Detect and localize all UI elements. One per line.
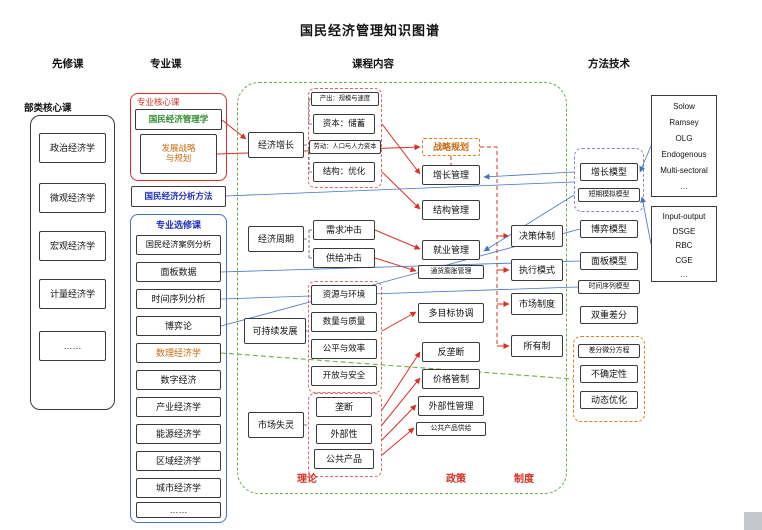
math-tool-box-dynamic-optimization: 动态优化 [580,391,638,409]
core-course-label: 专业核心课 [137,97,180,107]
growth-item-capital: 资本：储蓄 [313,114,375,134]
method-box-panel-model: 面板模型 [580,252,638,270]
topic-box-cycle: 经济周期 [248,226,304,252]
math-tool-box-difference-differential: 差分微分方程 [578,344,640,358]
method-box-time-series-model: 时间序列模型 [578,280,640,294]
growth-item-structure: 结构：优化 [313,162,375,182]
elective-course-box: 时间序列分析 [136,289,221,309]
policy-box-public-goods-supply: 公共产品供给 [416,422,486,436]
policy-box-multi-objective: 多目标协调 [418,303,484,323]
elective-course-box: 数字经济 [136,370,221,390]
method-box-game-model: 博弈模型 [580,220,638,238]
prereq-course-box: 计量经济学 [39,279,106,309]
elective-group-label: 专业选修课 [155,220,201,230]
topic-box-sustainable: 可持续发展 [244,318,306,344]
column-header-content: 课程内容 [352,58,394,70]
cycle-item-demand-shock: 需求冲击 [313,220,375,240]
sim-model-list-box: Input-output DSGE RBC CGE … [651,206,717,282]
institution-box-decision-system: 决策体制 [511,225,563,247]
footer-label-theory: 理论 [297,474,317,485]
sustainable-item: 数量与质量 [311,312,377,332]
page-title: 国民经济管理知识图谱 [300,23,441,38]
model-name: DSGE [672,226,696,236]
elective-course-box: 区域经济学 [136,451,221,471]
elective-course-box: 博弈论 [136,316,221,336]
policy-box-structure-mgmt: 结构管理 [422,200,480,220]
sustainable-item: 资源与环境 [311,285,377,305]
policy-box-inflation-mgmt: 通货膨胀管理 [418,265,484,279]
footer-label-policy: 政策 [446,474,466,485]
column-header-major: 专业课 [150,58,182,70]
institution-box-execution-mode: 执行模式 [511,259,563,281]
model-name: Solow [673,102,695,111]
model-name: Endogenous [661,150,707,159]
course-box-analysis-methods: 国民经济分析方法 [131,186,226,207]
elective-course-box: 城市经济学 [136,478,221,498]
policy-box-employment-mgmt: 就业管理 [422,240,480,260]
math-tools-group-box [573,336,645,422]
policy-box-externality-mgmt: 外部性管理 [418,396,484,416]
institution-box-ownership: 所有制 [511,335,563,357]
market-item-monopoly: 垄断 [316,397,372,417]
elective-course-ellipsis: …… [136,502,221,518]
policy-box-strategic-planning: 战略规划 [422,138,480,156]
elective-course-box: 能源经济学 [136,424,221,444]
cycle-item-supply-shock: 供给冲击 [313,248,375,268]
market-item-externality: 外部性 [316,424,372,444]
elective-group-box [130,214,227,523]
model-name: Multi-sectoral [660,166,708,175]
policy-box-growth-mgmt: 增长管理 [422,165,480,185]
model-name: RBC [675,241,693,250]
method-box-growth-model: 增长模型 [580,163,638,181]
growth-item-labor: 劳动：人口与人力资本 [309,140,381,154]
model-name: Ramsey [669,118,699,127]
elective-course-box-math-econ: 数理经济学 [136,343,221,363]
institution-box-market-institution: 市场制度 [511,293,563,315]
course-box-dev-strategy-planning: 发展战略 与规划 [140,134,217,174]
policy-box-antitrust: 反垄断 [422,342,480,362]
policy-box-price-regulation: 价格管制 [422,369,480,389]
footer-label-institution: 制度 [514,474,534,485]
market-failure-cluster-box [308,393,382,477]
prereq-course-ellipsis: …… [39,331,106,361]
model-list-ellipsis: … [680,270,688,279]
elective-course-box: 产业经济学 [136,397,221,417]
model-cluster-box [574,148,644,212]
elective-course-box: 国民经济案例分析 [136,235,221,255]
sustainable-item: 开放与安全 [311,366,377,386]
model-name: Input-output [662,212,706,221]
growth-model-list-box: Solow Ramsey OLG Endogenous Multi-sector… [651,95,717,197]
prereq-course-box: 宏观经济学 [39,231,106,261]
prereq-course-box: 微观经济学 [39,183,106,213]
prereq-group-label: 部类核心课 [24,103,72,114]
column-header-methods: 方法技术 [588,58,630,70]
method-box-did: 双重差分 [580,306,638,324]
method-box-short-run-sim-model: 短期模拟模型 [578,188,640,202]
elective-course-box: 面板数据 [136,262,221,282]
model-name: OLG [675,134,693,143]
course-box-national-econ-mgmt: 国民经济管理学 [135,109,222,130]
scrollbar-corner [744,512,762,530]
growth-item-output: 产出：规模与速度 [311,92,379,106]
sustainable-item: 公平与效率 [311,339,377,359]
math-tool-box-uncertainty: 不确定性 [580,365,638,383]
topic-box-growth: 经济增长 [248,132,304,158]
market-item-public-goods: 公共产品 [314,449,374,469]
prereq-course-box: 政治经济学 [39,133,106,163]
column-header-prereq: 先修课 [52,58,84,70]
prereq-group-box [30,115,115,410]
topic-box-market-failure: 市场失灵 [248,412,304,438]
model-list-ellipsis: … [680,182,688,191]
model-name: CGE [675,255,693,265]
